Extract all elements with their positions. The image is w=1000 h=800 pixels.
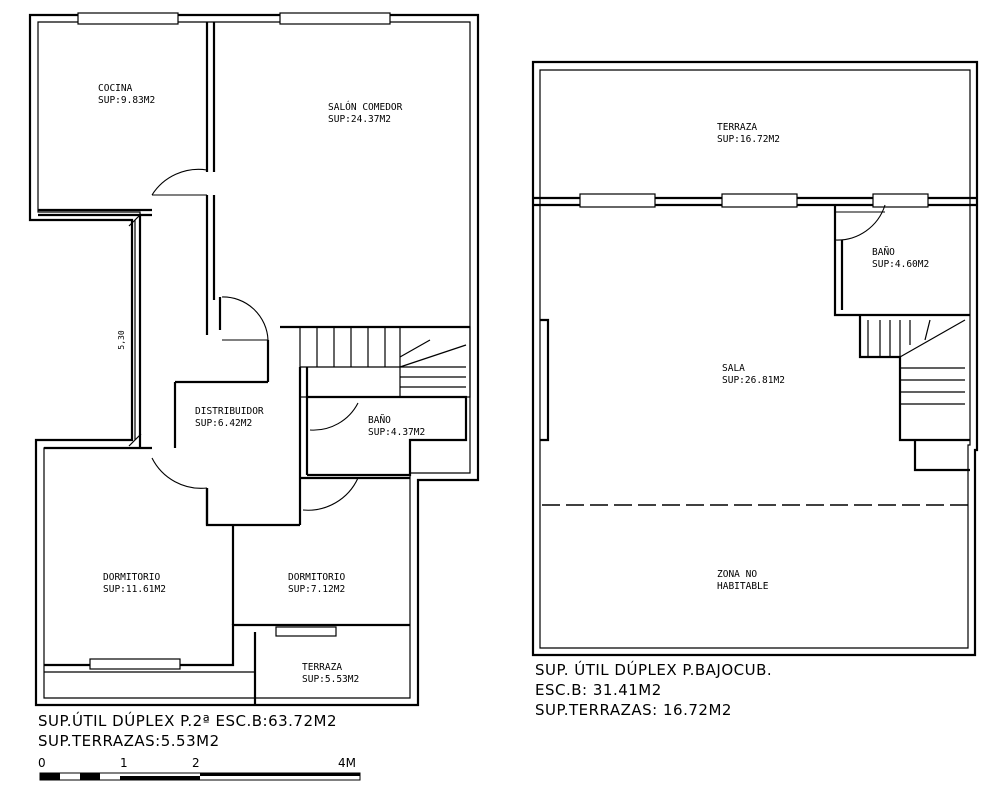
room-area-salon: SUP:24.37M2 <box>328 114 391 125</box>
door-swing <box>834 204 886 241</box>
window <box>77 12 179 25</box>
room-area-bano-right: SUP:4.60M2 <box>872 259 929 270</box>
door-swing <box>151 457 208 489</box>
window <box>275 626 337 637</box>
scale-label-0: 0 <box>38 756 46 770</box>
right-summary-line-3: SUP.TERRAZAS: 16.72M2 <box>535 701 732 719</box>
room-name-dormitorio-1: DORMITORIO <box>103 572 160 583</box>
room-area-terraza: SUP:5.53M2 <box>302 674 359 685</box>
room-name-terraza: TERRAZA <box>302 662 342 673</box>
scale-label-1: 1 <box>120 756 128 770</box>
window <box>872 193 929 208</box>
room-area-bano: SUP:4.37M2 <box>368 427 425 438</box>
left-summary-line-1: SUP.ÚTIL DÚPLEX P.2ª ESC.B:63.72M2 <box>38 711 337 730</box>
room-name-distribuidor: DISTRIBUIDOR <box>195 406 264 417</box>
room-area-cocina: SUP:9.83M2 <box>98 95 155 106</box>
scale-bar: 0 1 2 4M <box>38 756 361 781</box>
room-name-bano: BAÑO <box>368 415 391 426</box>
room-name-cocina: COCINA <box>98 83 133 94</box>
zona-no-habitable-line-1: ZONA NO <box>717 569 757 580</box>
room-area-sala: SUP:26.81M2 <box>722 375 785 386</box>
window <box>579 193 656 208</box>
window <box>721 193 798 208</box>
room-area-terraza-right: SUP:16.72M2 <box>717 134 780 145</box>
staircase <box>299 326 471 398</box>
zona-no-habitable-line-2: HABITABLE <box>717 581 769 592</box>
window <box>89 658 181 670</box>
left-summary-line-2: SUP.TERRAZAS:5.53M2 <box>38 732 220 750</box>
room-name-bano-right: BAÑO <box>872 247 895 258</box>
scale-label-2: 2 <box>192 756 200 770</box>
left-floor-plan: 5,30 COCINA SUP:9.83M2 SALÓN COMEDOR SUP… <box>28 12 480 781</box>
door-swing <box>302 477 359 511</box>
right-summary-line-1: SUP. ÚTIL DÚPLEX P.BAJOCUB. <box>535 660 772 679</box>
room-area-distribuidor: SUP:6.42M2 <box>195 418 252 429</box>
door-swing <box>151 168 208 196</box>
room-name-dormitorio-2: DORMITORIO <box>288 572 345 583</box>
door-swing <box>221 296 269 341</box>
room-name-terraza-right: TERRAZA <box>717 122 757 133</box>
staircase <box>858 315 970 472</box>
room-area-dormitorio-2: SUP:7.12M2 <box>288 584 345 595</box>
scale-label-4m: 4M <box>338 756 356 770</box>
room-name-salon: SALÓN COMEDOR <box>328 101 403 113</box>
right-floor-plan: TERRAZA SUP:16.72M2 BAÑO SUP:4.60M2 SALA… <box>531 60 979 719</box>
window <box>279 12 391 25</box>
room-area-dormitorio-1: SUP:11.61M2 <box>103 584 166 595</box>
room-name-sala: SALA <box>722 363 745 374</box>
right-summary-line-2: ESC.B: 31.41M2 <box>535 681 662 699</box>
dimension-label: 5,30 <box>117 330 126 349</box>
door-swing <box>309 402 359 431</box>
